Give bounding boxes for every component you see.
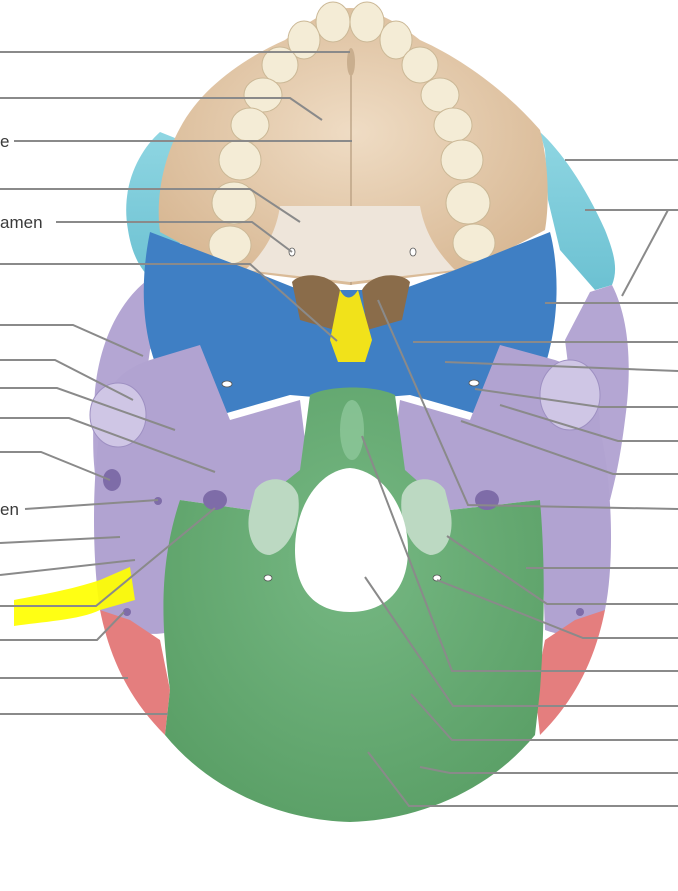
leader-line-right-6 (474, 388, 678, 408)
parietal-left (100, 610, 170, 735)
leader-line-left-16 (0, 611, 125, 641)
leader-line-left-10 (0, 417, 216, 473)
leader-line-right-12 (436, 579, 678, 639)
leader-line-right-8 (460, 420, 678, 475)
leader-line-left-15 (0, 507, 216, 607)
vomer (330, 290, 372, 362)
foramen-magnum (295, 468, 408, 612)
parietal-right (535, 610, 605, 735)
highlight-mark (14, 567, 135, 626)
leader-line-left-5 (56, 221, 293, 253)
leader-line-left-7 (0, 324, 144, 357)
label-fragment-2: amen (0, 213, 45, 232)
leader-line-right-15 (410, 693, 678, 741)
condyle-right (401, 479, 452, 555)
leader-line-left-11 (0, 451, 111, 481)
zygomatic-right (540, 132, 616, 290)
leader-line-right-14 (364, 576, 678, 707)
leader-line-right-17 (367, 751, 678, 807)
leader-line-right-5 (444, 361, 678, 372)
leader-line-right-11 (446, 535, 678, 605)
label-fragment-1: e (0, 132, 12, 151)
leader-line-left-8 (0, 359, 134, 401)
temporal-left (94, 345, 310, 634)
leader-line-left-4 (0, 188, 301, 223)
leader-line-right-9 (377, 299, 678, 510)
leader-line-right-13 (361, 435, 678, 672)
leader-branch-right-2 (621, 209, 669, 297)
leader-line-left-12 (24, 499, 159, 510)
leader-line-left-14 (0, 559, 136, 576)
palatine (245, 206, 455, 282)
leader-line-right-16 (419, 766, 678, 774)
leader-line-left-9 (0, 387, 176, 431)
leader-line-left-6 (0, 263, 338, 342)
teeth (208, 1, 496, 265)
label-fragment-3: en (0, 500, 21, 519)
leader-line-right-7 (499, 404, 678, 442)
condyle-left (248, 479, 299, 555)
leader-line-left-2 (0, 97, 323, 121)
leader-line-left-13 (0, 536, 121, 544)
